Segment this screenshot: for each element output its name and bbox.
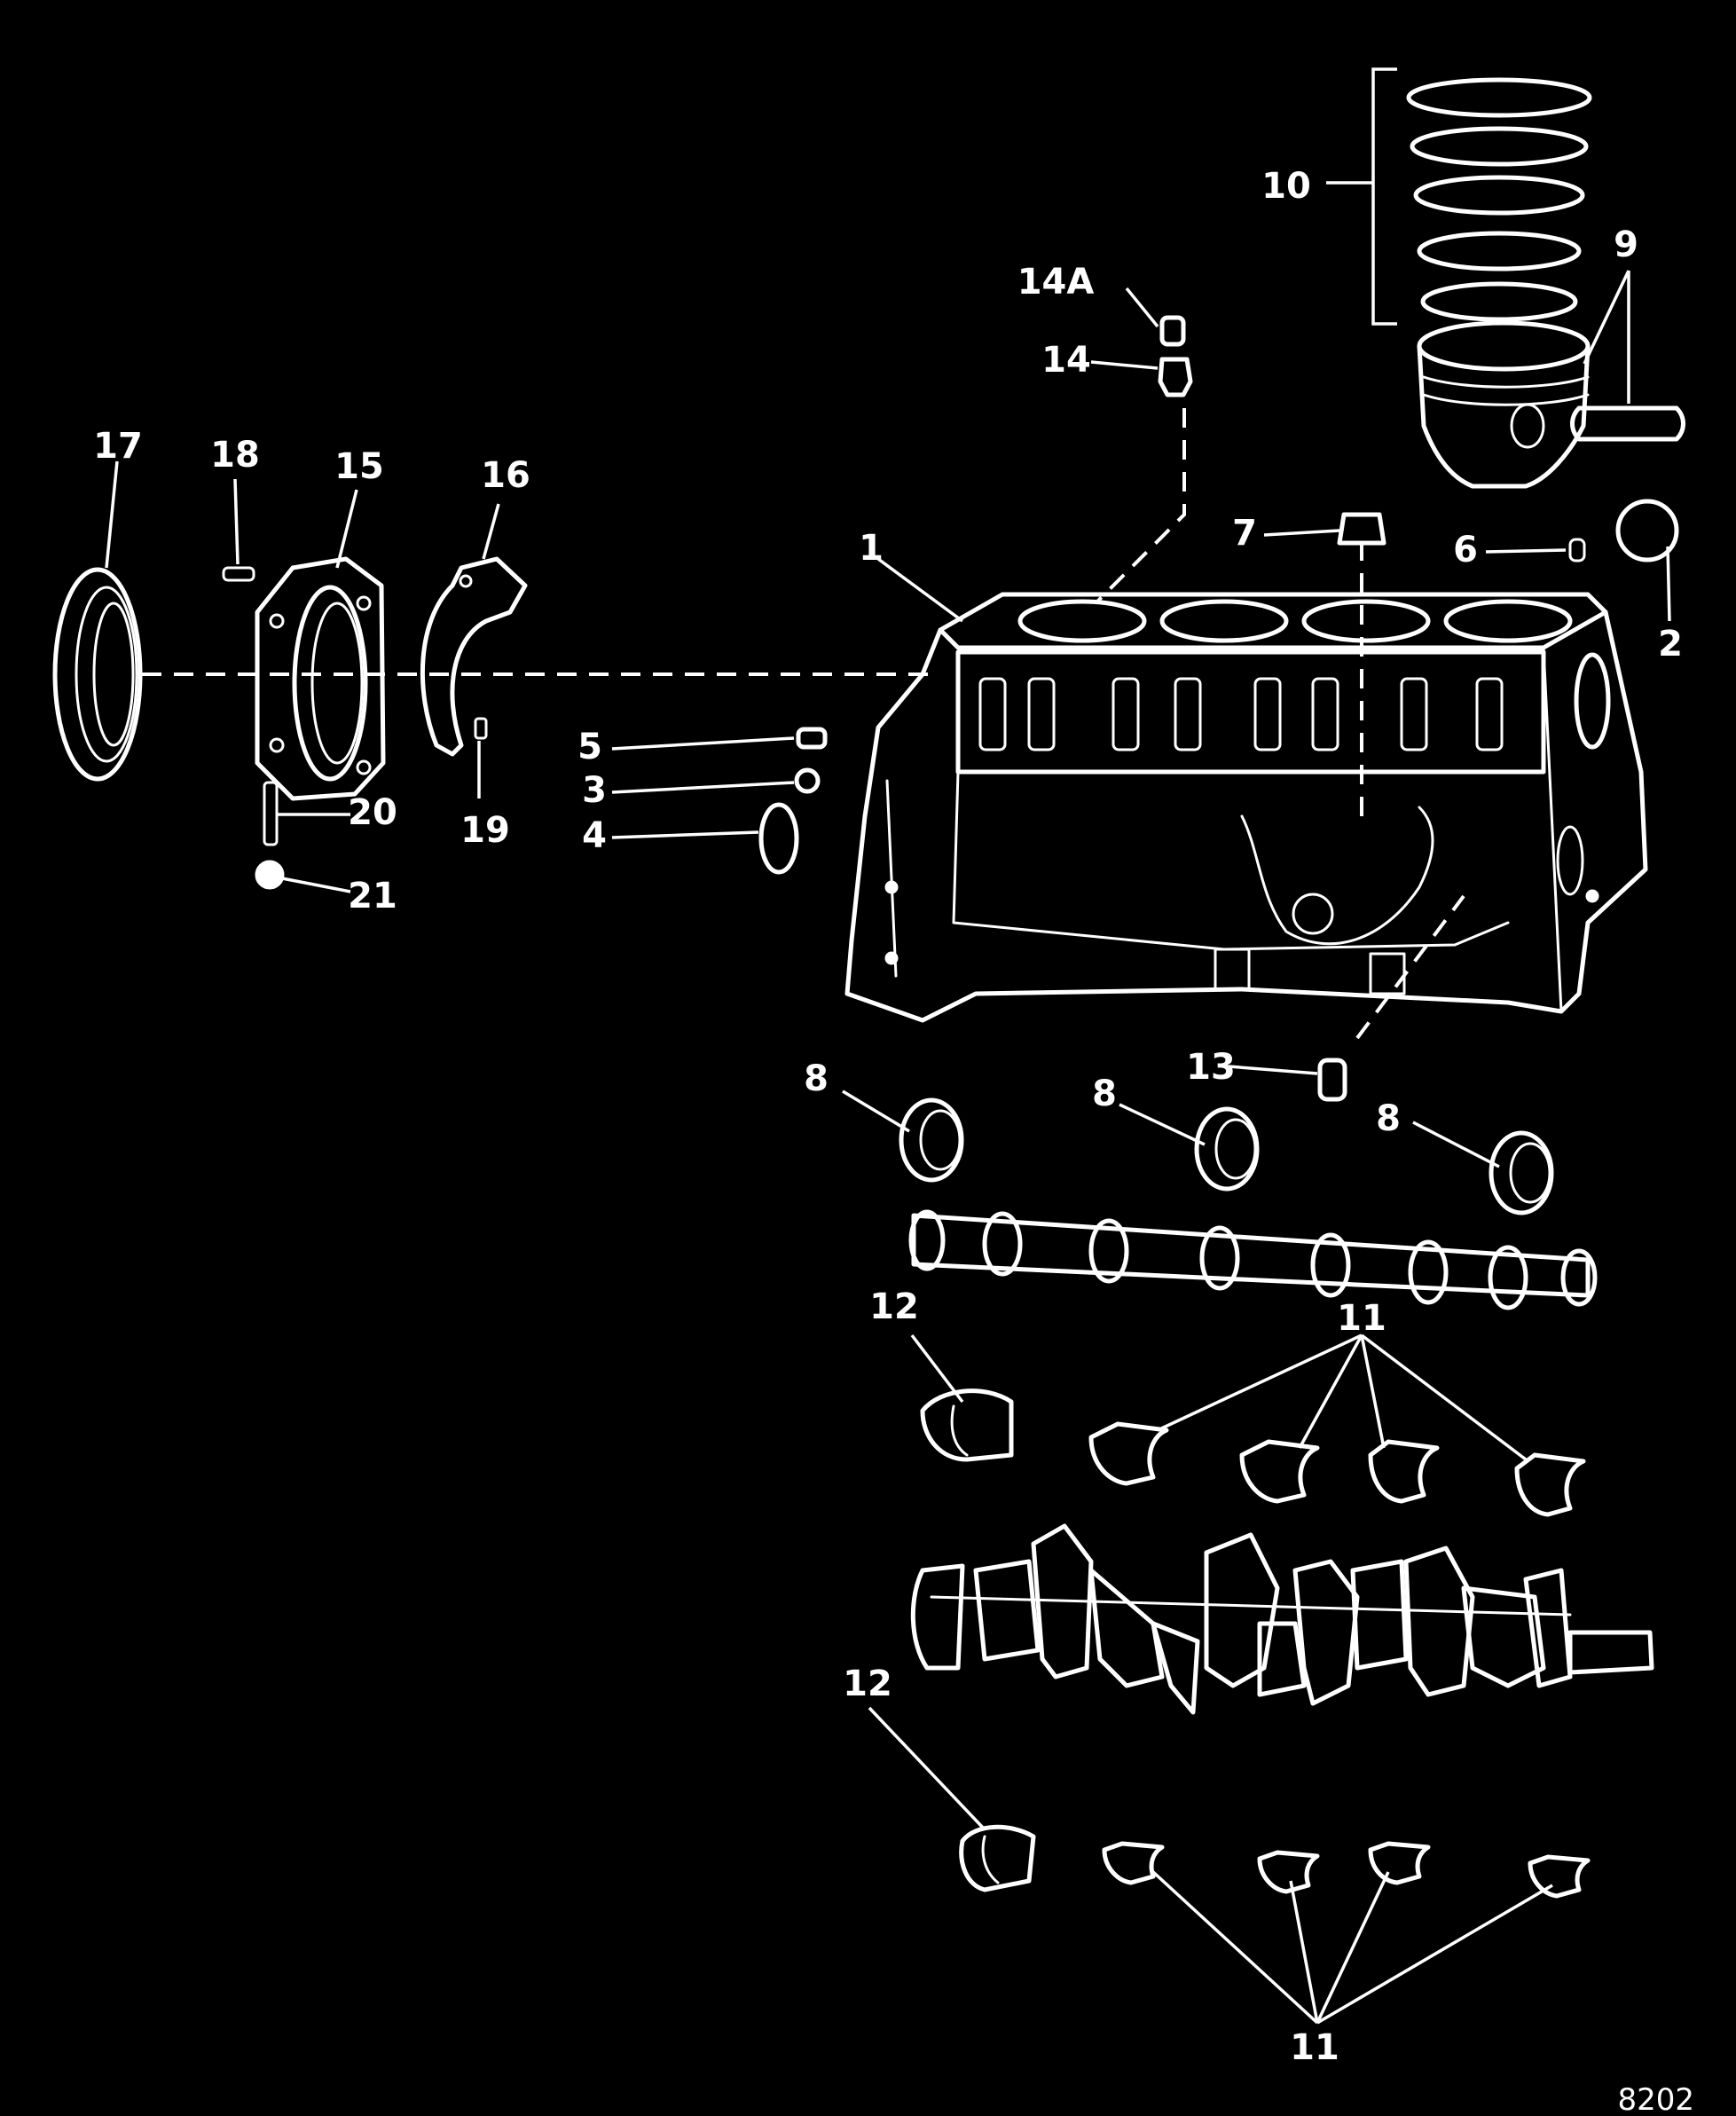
callout-20: 20 xyxy=(348,792,397,833)
nut-part-21 xyxy=(255,860,285,890)
plug-part-3 xyxy=(794,767,821,794)
callout-9: 9 xyxy=(1614,224,1638,265)
callout-19: 19 xyxy=(460,810,510,851)
main-bearing-upper-4 xyxy=(1514,1452,1586,1517)
cam-bearing-part-8-b xyxy=(1194,1106,1260,1192)
thrust-bearing-upper-part-12 xyxy=(920,1388,1014,1462)
main-bearing-upper-3 xyxy=(1368,1439,1440,1504)
stud-part-20 xyxy=(263,781,279,846)
callout-18: 18 xyxy=(210,435,260,476)
callout-13: 13 xyxy=(1186,1047,1236,1088)
pin-part-19 xyxy=(474,717,488,740)
main-bearing-lower-4 xyxy=(1528,1854,1591,1899)
figure-number: 8202 xyxy=(1617,2082,1694,2116)
plug-part-5 xyxy=(796,727,828,750)
callout-7: 7 xyxy=(1232,513,1257,554)
callout-1: 1 xyxy=(859,528,884,569)
main-bearing-lower-3 xyxy=(1368,1841,1431,1885)
plug-14-alignment xyxy=(1094,408,1186,605)
callout-12-top: 12 xyxy=(869,1286,919,1327)
plug-part-7 xyxy=(1337,512,1386,546)
gasket-bolt-hole xyxy=(459,574,473,588)
plug-part-13 xyxy=(1317,1058,1347,1102)
callout-6: 6 xyxy=(1453,530,1478,570)
bolt-part-18 xyxy=(222,566,255,582)
callout-14: 14 xyxy=(1041,340,1091,381)
callout-10: 10 xyxy=(1261,166,1311,207)
plug-part-4 xyxy=(758,802,799,875)
piston-part-9 xyxy=(1417,270,1685,489)
callout-2: 2 xyxy=(1658,624,1683,665)
rear-seal-part-17 xyxy=(52,567,143,782)
leader-lines xyxy=(105,287,1567,2025)
callout-8-b: 8 xyxy=(1092,1074,1117,1114)
callout-14a: 14A xyxy=(1017,262,1095,303)
camshaft xyxy=(908,1209,1598,1310)
thrust-bearing-lower-part-12 xyxy=(959,1824,1036,1892)
crankshaft xyxy=(910,1523,1654,1715)
callout-5: 5 xyxy=(577,727,602,767)
lifter-bores xyxy=(978,677,1504,751)
part-13-alignment xyxy=(1355,894,1465,1040)
cylinder-block-part-1 xyxy=(844,592,1648,1023)
plug-part-14 xyxy=(1158,357,1193,397)
callout-3: 3 xyxy=(582,770,607,811)
main-bearing-upper-1 xyxy=(1088,1421,1169,1486)
plug-part-14a xyxy=(1159,315,1186,347)
callout-8-a: 8 xyxy=(804,1058,829,1099)
callout-17: 17 xyxy=(93,426,143,467)
pin-part-6 xyxy=(1568,538,1586,562)
expansion-plug-part-2 xyxy=(1615,499,1679,562)
main-bearing-lower-1 xyxy=(1102,1841,1165,1885)
callout-12-bottom: 12 xyxy=(843,1664,892,1704)
seal-retainer-part-15 xyxy=(255,556,386,801)
callout-11-bottom: 11 xyxy=(1290,2027,1339,2068)
main-bearing-upper-2 xyxy=(1239,1439,1320,1504)
cam-bearing-part-8-c xyxy=(1489,1130,1554,1215)
callout-8-c: 8 xyxy=(1376,1098,1401,1139)
cam-bearing-part-8-a xyxy=(899,1097,964,1183)
main-bearing-lower-2 xyxy=(1257,1850,1320,1894)
piston-rings-part-10 xyxy=(1326,67,1592,326)
callout-16: 16 xyxy=(481,455,530,496)
retainer-gasket-part-16 xyxy=(420,556,528,757)
callout-4: 4 xyxy=(582,815,607,856)
callout-11-top: 11 xyxy=(1337,1298,1386,1339)
callout-21: 21 xyxy=(348,876,397,916)
callout-15: 15 xyxy=(334,446,384,487)
